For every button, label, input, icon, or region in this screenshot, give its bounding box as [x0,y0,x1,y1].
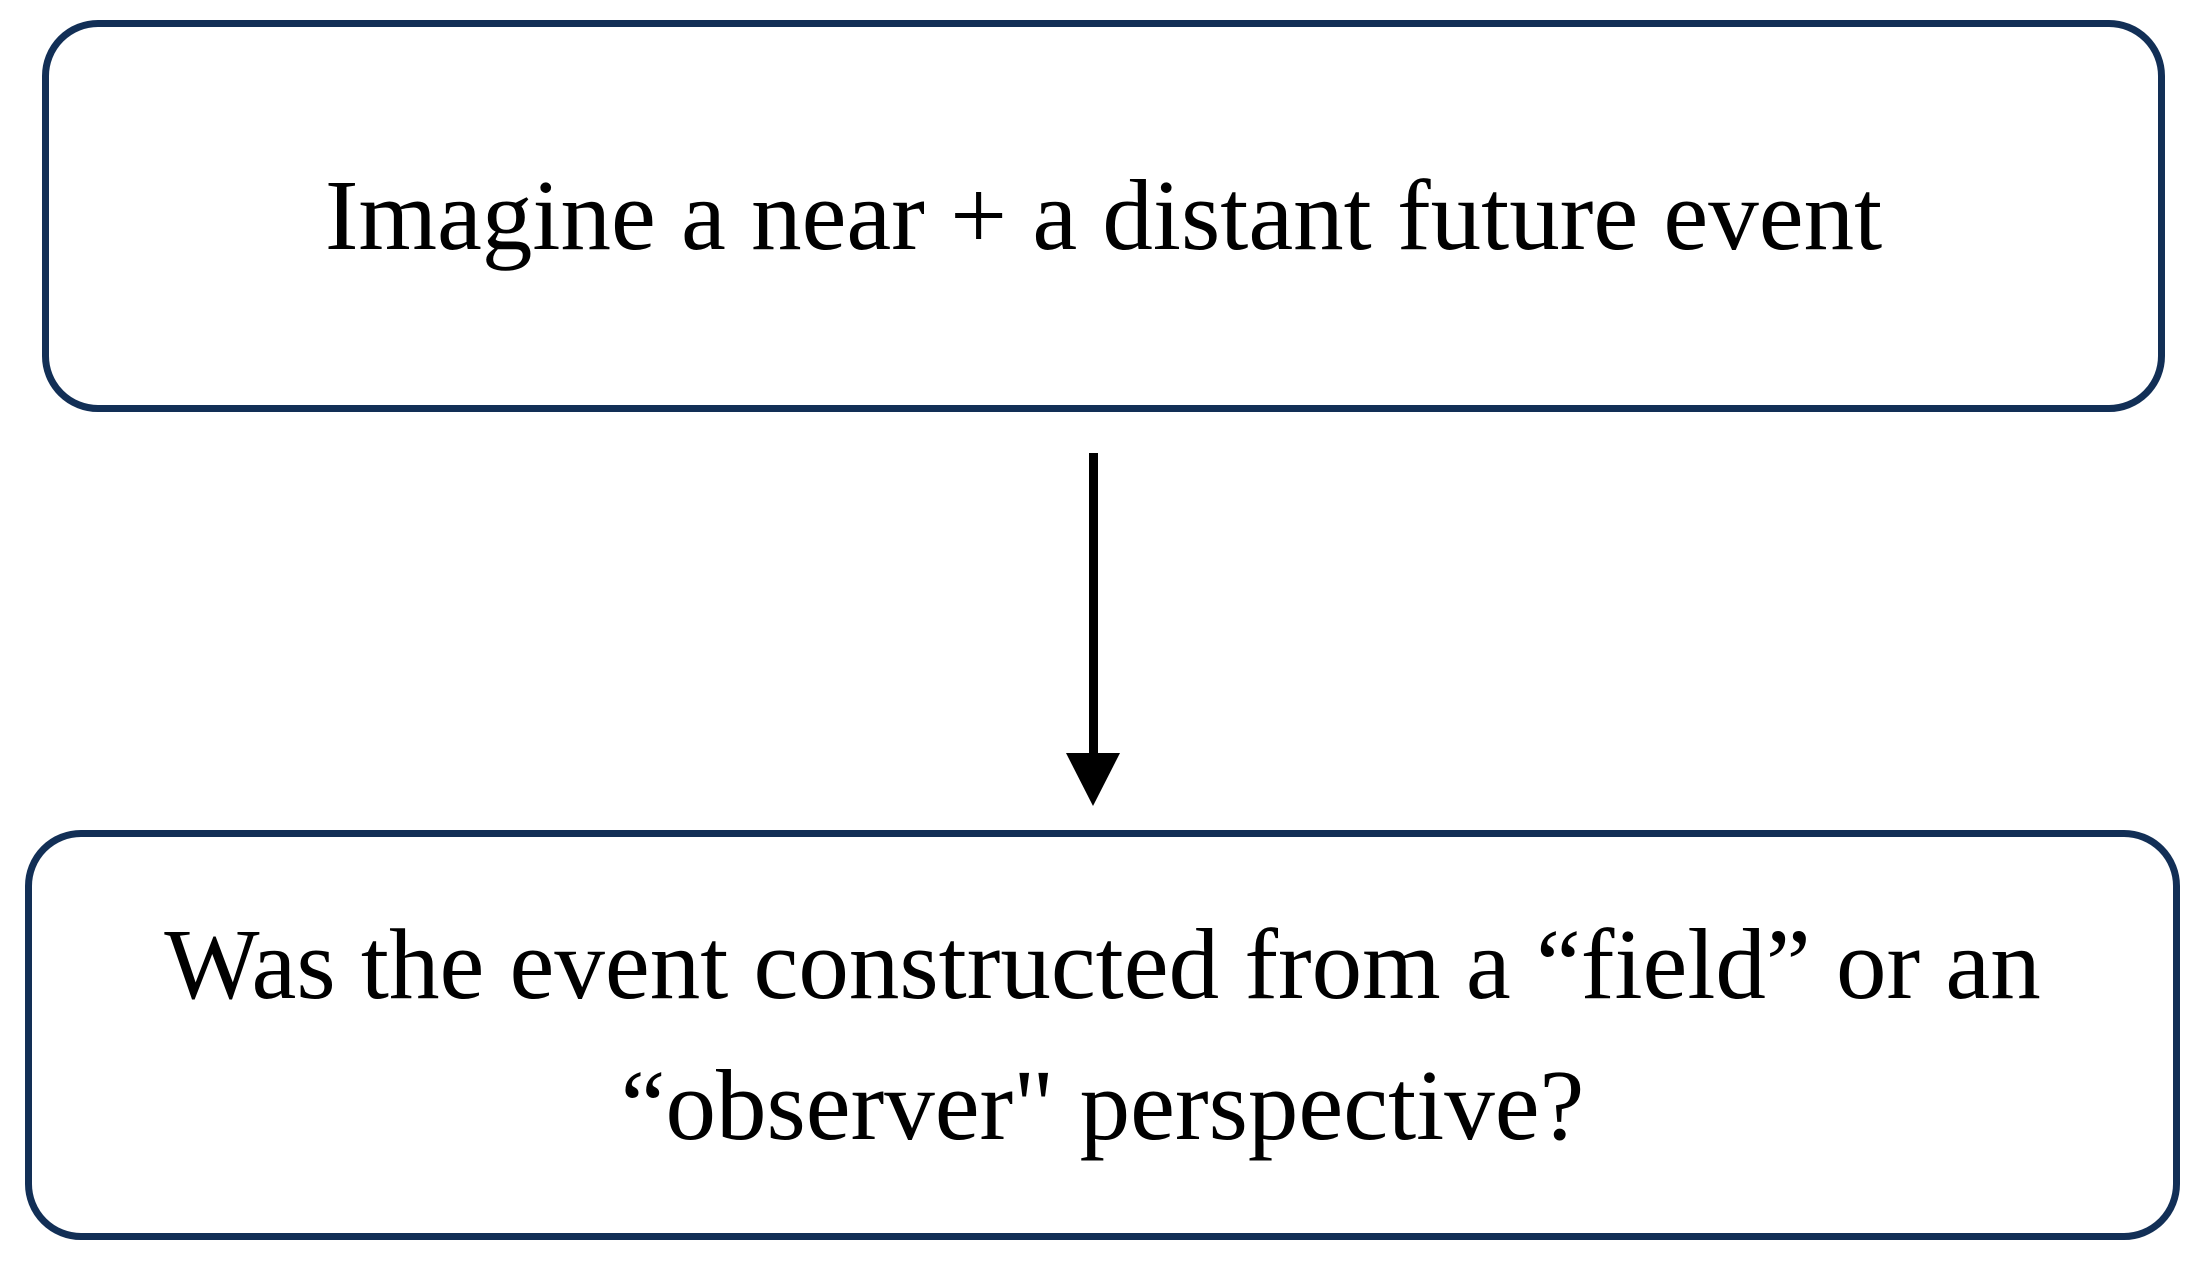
step2-text-line2: “observer" perspective? [620,1049,1585,1161]
step1-box: Imagine a near + a distant future event [42,20,2165,412]
step1-text: Imagine a near + a distant future event [324,159,1883,272]
down-arrow-shaft [1089,453,1098,755]
step2-box: Was the event constructed from a “field”… [25,830,2180,1240]
step2-text: Was the event constructed from a “field”… [32,894,2173,1177]
down-arrow-head-icon [1066,753,1120,806]
step2-text-line1: Was the event constructed from a “field”… [164,907,2041,1020]
